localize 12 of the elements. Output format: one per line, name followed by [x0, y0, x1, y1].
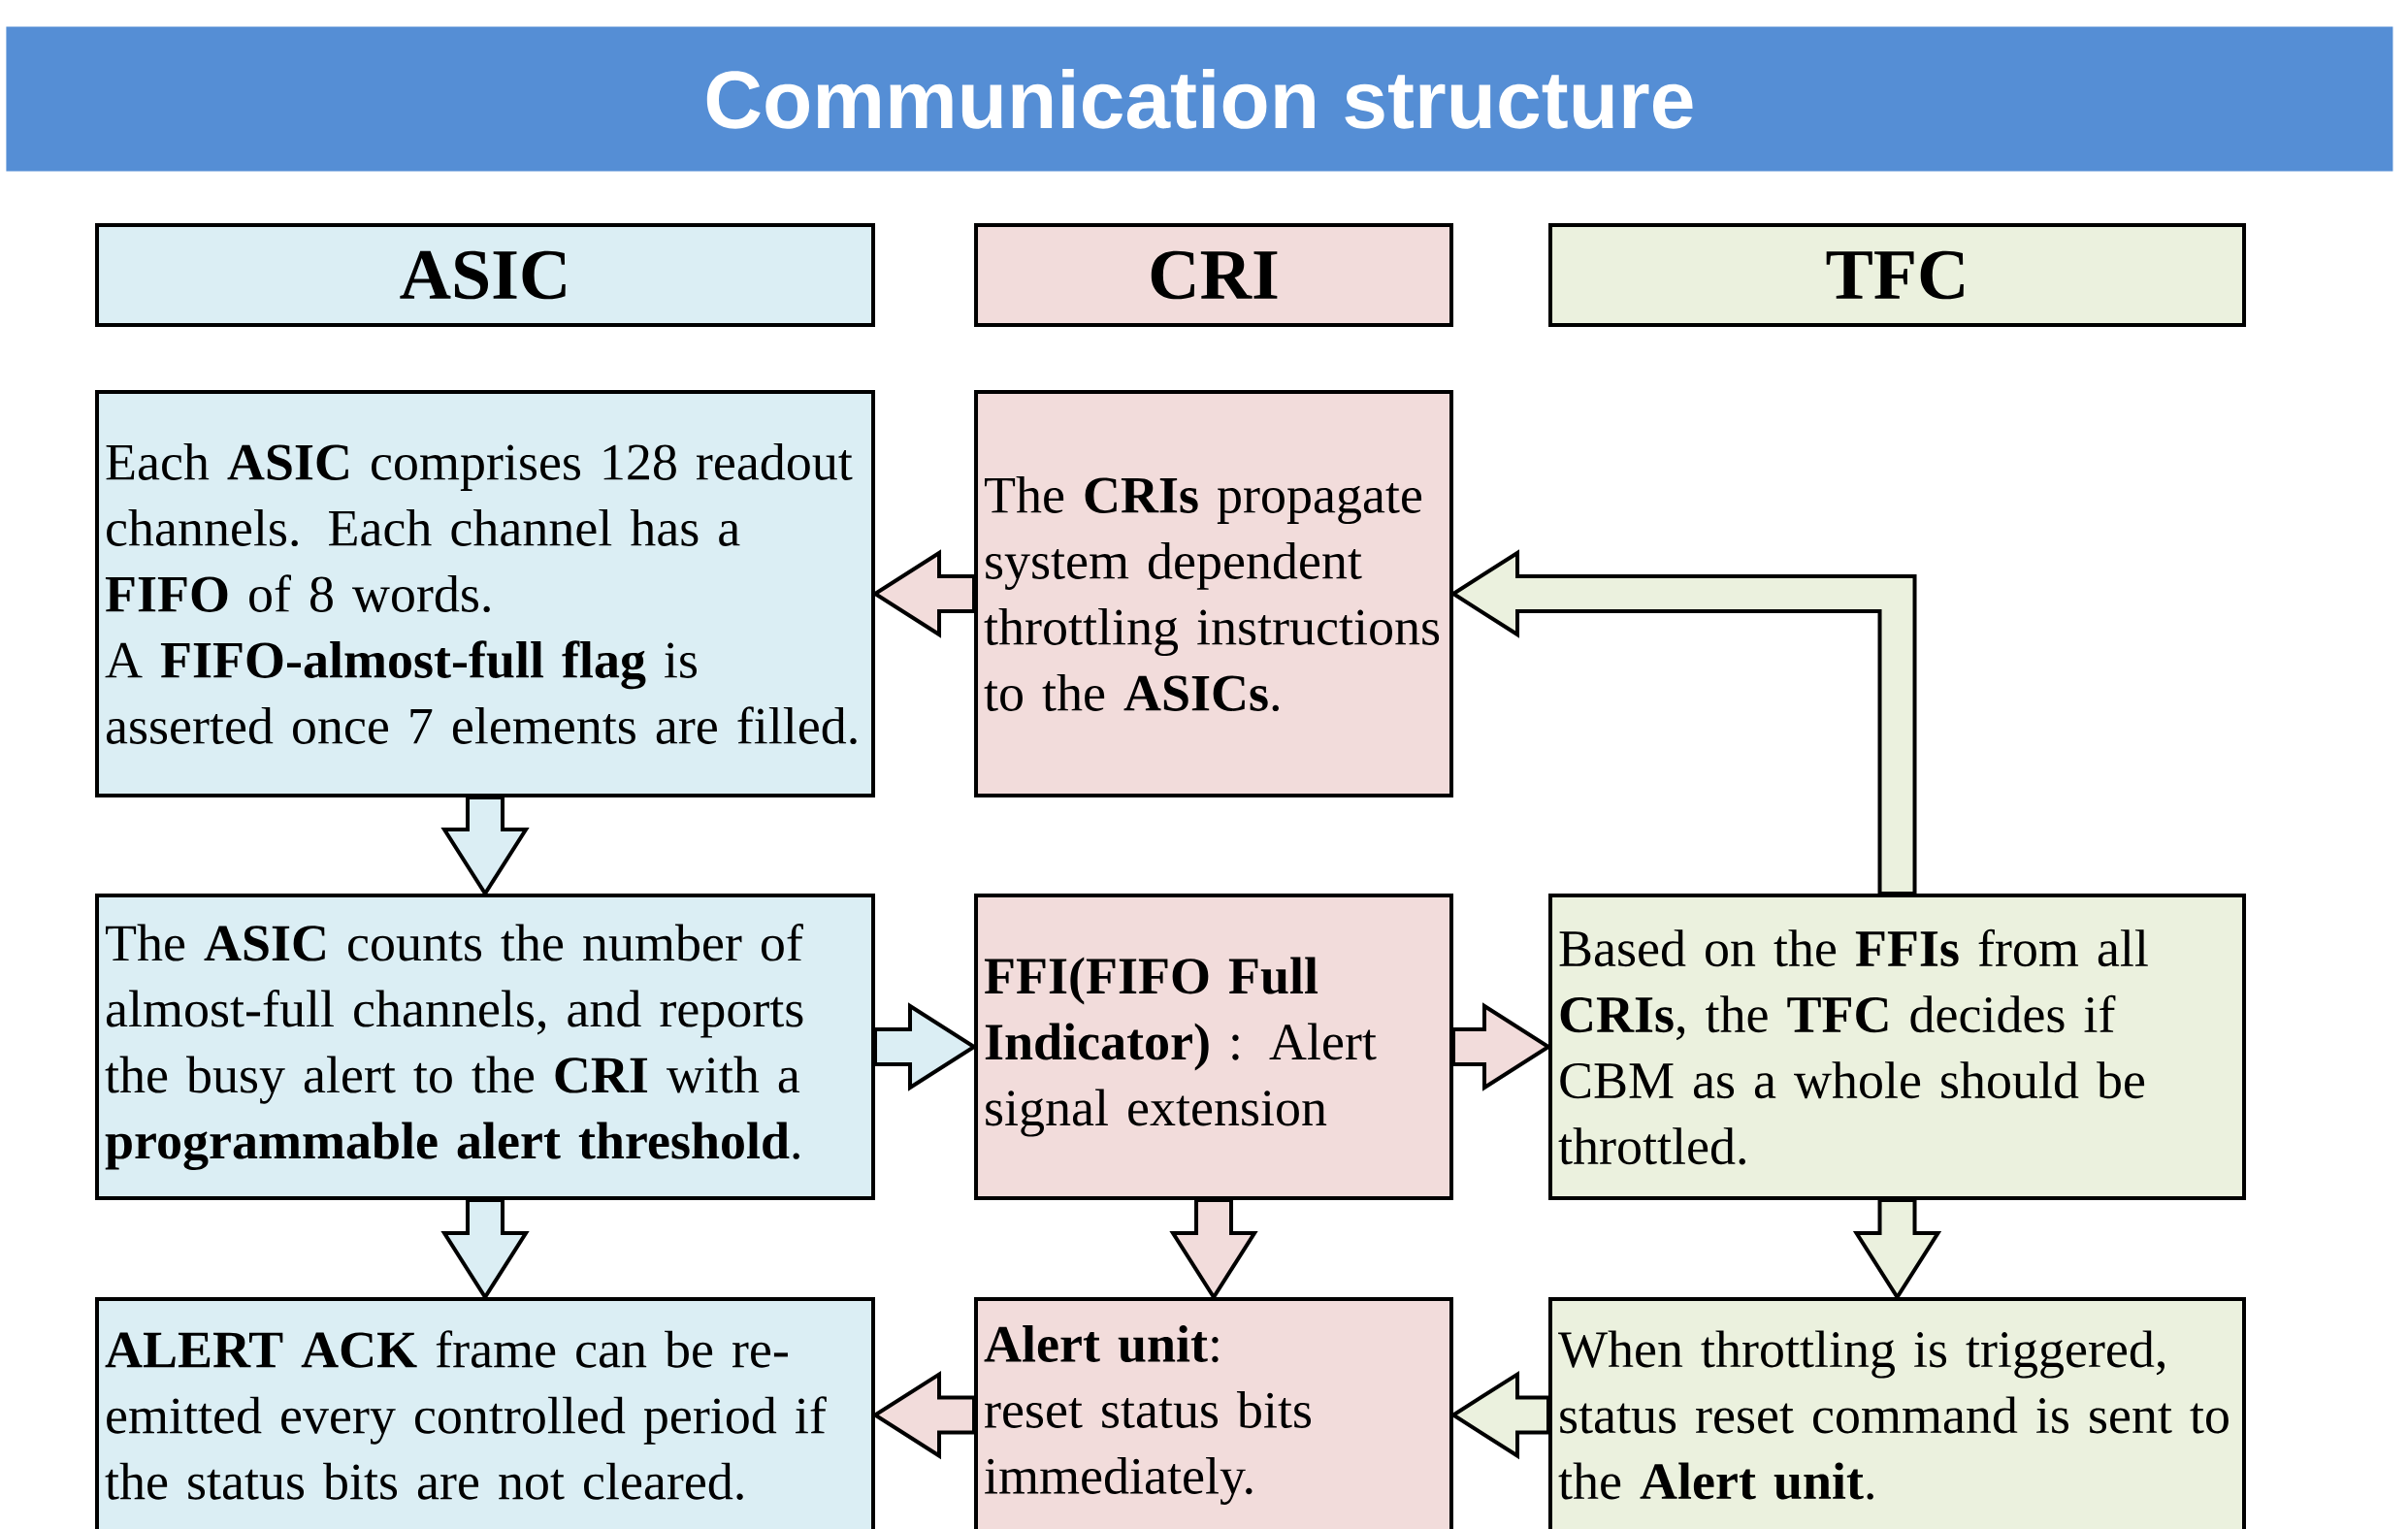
- text-box: ALERT ACK frame can be re-emitted every controlled period if the status bits are not cleared.: [95, 1297, 875, 1529]
- text-box: Based on the FFIs from all CRIs, the TFC decides if CBM as a whole should be throttled.: [1548, 894, 2247, 1200]
- header-box: TFC: [1548, 223, 2247, 327]
- text-box: FFI(FIFO Full Indicator) : Alert signal extension: [974, 894, 1453, 1200]
- text-box: When throttling is triggered, status reset command is sent to the Alert unit.: [1548, 1297, 2247, 1529]
- title-banner: Communication structure: [6, 26, 2393, 172]
- text-box: The ASIC counts the number of almost-full channels, and reports the busy alert to the CRI with a programmable alert threshold.: [95, 894, 875, 1200]
- text-box: Each ASIC comprises 128 readout channels. Each channel has a FIFO of 8 words. A FIFO-almost-full flag is asserted once 7 elements are filled.: [95, 390, 875, 797]
- text-box: The CRIs propagate system dependent throttling instructions to the ASICs.: [974, 390, 1453, 797]
- header-box: ASIC: [95, 223, 875, 327]
- header-box: CRI: [974, 223, 1453, 327]
- text-box: Alert unit: reset status bits immediately.: [974, 1297, 1453, 1529]
